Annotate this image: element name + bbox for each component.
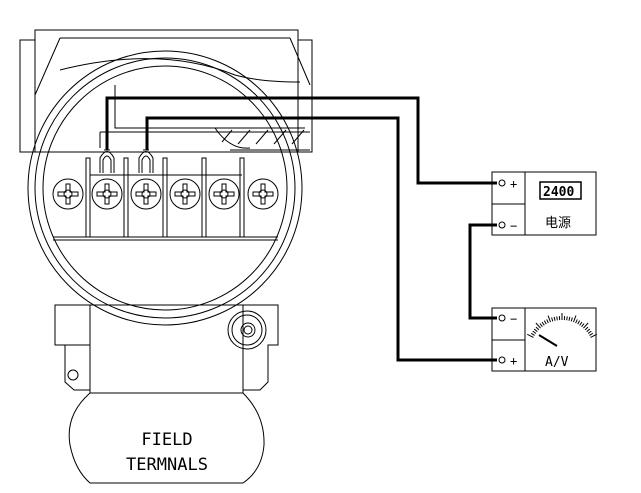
- terminal-separator: [162, 157, 168, 238]
- transmitter-lower-body: FIELD TERMNALS: [54, 304, 279, 484]
- wire-power-plus: [105, 96, 497, 185]
- cover-label-line1: FIELD: [141, 430, 192, 450]
- scale-tick: [527, 333, 534, 338]
- scale-tick: [581, 323, 585, 328]
- scale-tick: [566, 316, 568, 321]
- scale-tick: [546, 319, 549, 324]
- scale-tick: [543, 320, 547, 325]
- terminal-separator: [85, 157, 91, 238]
- power-plus-terminal: [498, 179, 506, 187]
- meter-scale: [527, 313, 597, 338]
- terminal-screw: [208, 178, 240, 210]
- terminal-separator: [201, 157, 207, 238]
- ammeter: − + A/V: [491, 307, 597, 372]
- scale-tick: [579, 321, 583, 326]
- wire-power-minus-to-meter-minus: [468, 223, 497, 320]
- scale-tick: [584, 326, 589, 331]
- lug-1: [99, 149, 115, 173]
- terminal-screw: [91, 178, 123, 210]
- terminal-screw: [169, 178, 201, 210]
- scale-tick: [551, 317, 554, 322]
- scale-tick: [587, 330, 592, 334]
- terminal-cover: [68, 392, 265, 484]
- transmitter-housing: [19, 29, 313, 326]
- terminal-screw: [52, 178, 84, 210]
- lug-2: [138, 149, 154, 173]
- display-value: 2400: [543, 185, 574, 200]
- scale-tick: [539, 323, 543, 328]
- scale-tick: [547, 315, 551, 323]
- meter-plus-terminal: [498, 356, 506, 364]
- scale-tick: [533, 328, 538, 332]
- wire-meter-plus: [145, 116, 497, 362]
- scale-tick: [586, 328, 591, 332]
- meter-minus-terminal: [498, 314, 506, 322]
- scale-tick: [577, 320, 581, 325]
- terminal-screw: [247, 178, 279, 210]
- scale-tick: [573, 315, 577, 323]
- terminal-screw: [130, 178, 162, 210]
- power-supply: + − 2400 电源: [491, 171, 597, 236]
- scale-tick: [535, 326, 540, 331]
- scale-tick: [535, 322, 541, 329]
- scale-tick: [553, 316, 556, 321]
- power-minus-terminal: [498, 221, 506, 229]
- scale-tick: [570, 317, 573, 322]
- terminal-block: [52, 149, 279, 241]
- scale-tick: [590, 333, 597, 338]
- power-label: 电源: [545, 216, 571, 231]
- plus-sign: +: [510, 354, 517, 368]
- minus-sign: −: [510, 312, 517, 326]
- minus-sign: −: [510, 219, 517, 233]
- scale-tick: [530, 332, 535, 336]
- scale-tick: [575, 319, 578, 324]
- scale-tick: [532, 330, 537, 334]
- scale-tick: [541, 321, 545, 326]
- scale-tick: [568, 316, 571, 321]
- cover-label-line2: TERMNALS: [126, 455, 208, 475]
- meter-needle: [538, 334, 558, 347]
- meter-label: A/V: [545, 355, 569, 370]
- terminal-separator: [239, 157, 245, 238]
- scale-tick: [556, 316, 558, 321]
- scale-tick: [589, 332, 594, 336]
- terminal-separator: [123, 157, 129, 238]
- power-display: [539, 181, 582, 200]
- plus-sign: +: [510, 177, 517, 191]
- scale-tick: [583, 322, 589, 329]
